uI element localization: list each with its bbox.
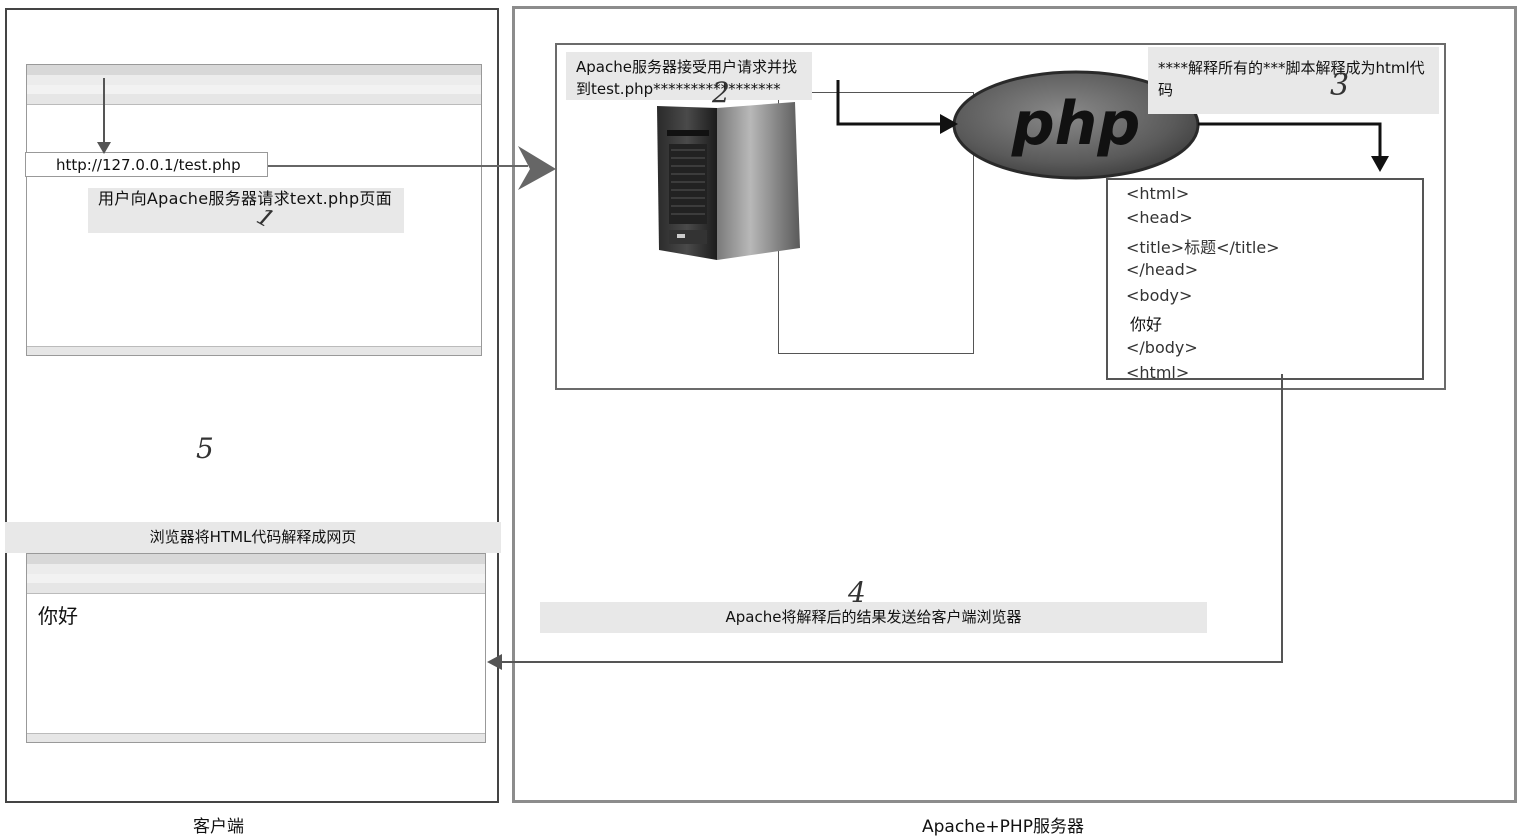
browser-toolbar <box>27 94 481 105</box>
step5-note: 浏览器将HTML代码解释成网页 <box>5 522 501 553</box>
code-line: <html> <box>1126 363 1190 380</box>
browser-window-result <box>26 553 486 743</box>
html-code-box: <html> <head> <title>标题</title> </head> … <box>1106 178 1424 380</box>
step-number-3: 3 <box>1330 68 1350 103</box>
server-caption: Apache+PHP服务器 <box>922 817 1084 837</box>
server-tower-icon <box>657 102 800 260</box>
code-line: 你好 <box>1130 315 1163 334</box>
code-line: </body> <box>1126 338 1198 357</box>
client-caption: 客户端 <box>193 817 244 837</box>
step2-note: Apache服务器接受用户请求并找到test.php**************… <box>566 52 812 100</box>
rendered-page-text: 你好 <box>38 604 78 628</box>
code-line: </head> <box>1126 260 1199 279</box>
step4-note: Apache将解释后的结果发送给客户端浏览器 <box>540 602 1207 633</box>
code-line: <html> <box>1126 184 1190 203</box>
url-field: http://127.0.0.1/test.php <box>25 152 268 177</box>
server-panel <box>512 6 1517 803</box>
step-number-4: 4 <box>848 576 866 609</box>
browser-toolbar <box>27 583 485 594</box>
step-number-5: 5 <box>196 432 214 465</box>
php-logo-icon: php <box>952 70 1200 180</box>
code-line: <body> <box>1126 286 1193 305</box>
client-panel <box>5 8 499 803</box>
step3-note: ****解释所有的***脚本解释成为html代码 <box>1148 47 1439 114</box>
code-line: <head> <box>1126 208 1193 227</box>
browser-status-bar <box>27 733 485 742</box>
step1-note: 用户向Apache服务器请求text.php页面 <box>88 188 404 233</box>
step-number-2: 2 <box>712 76 730 109</box>
server-processing-box <box>555 43 1446 390</box>
browser-status-bar <box>27 346 481 355</box>
code-line: <title>标题</title> <box>1126 238 1280 257</box>
php-logo-text: php <box>1011 89 1141 159</box>
